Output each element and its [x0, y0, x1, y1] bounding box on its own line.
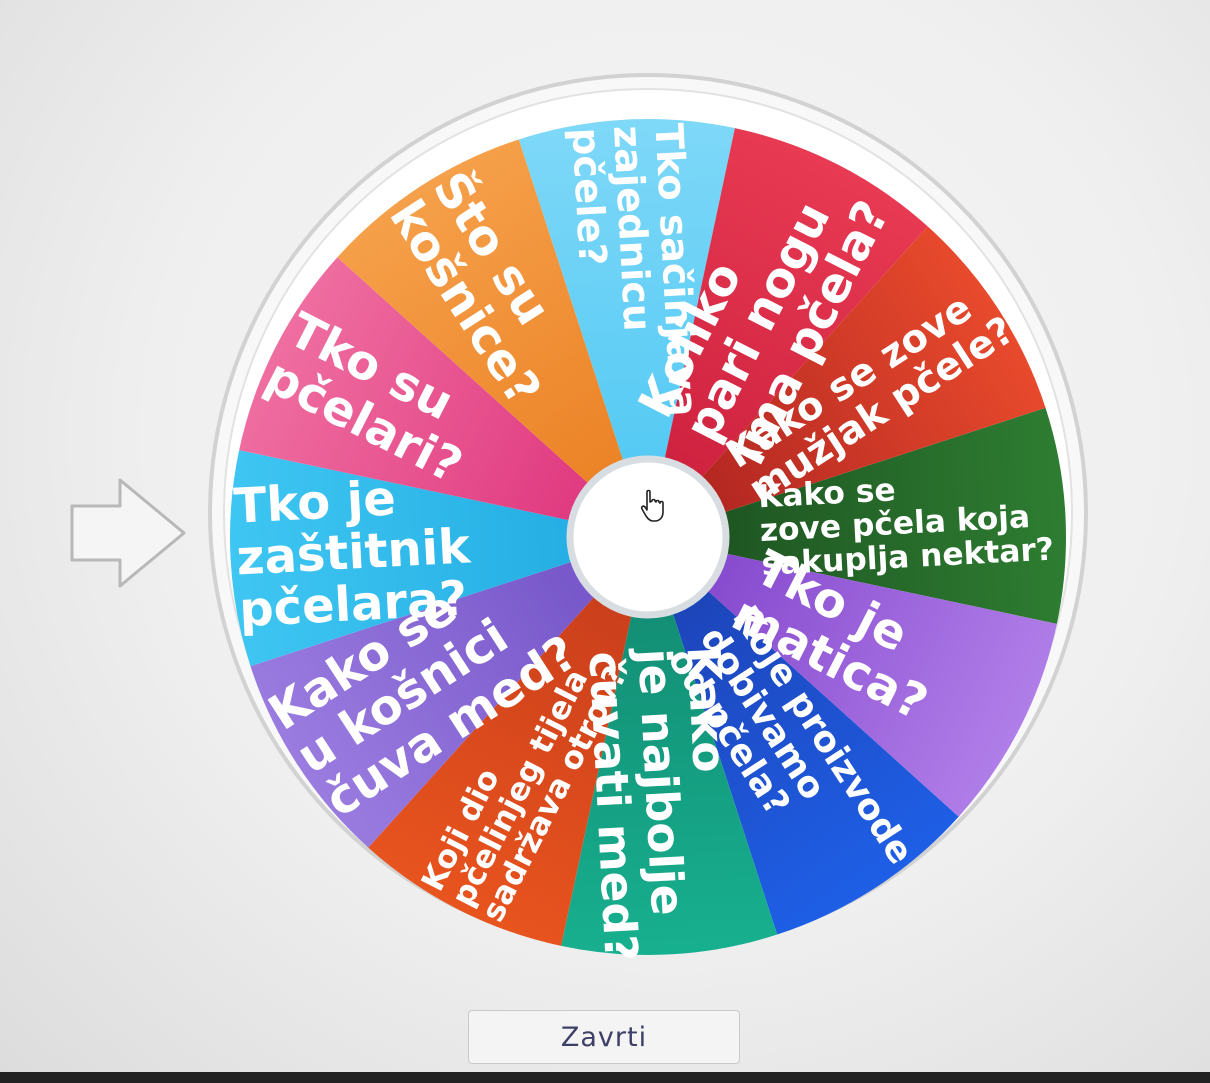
wheel-label-line: zaštitnik — [235, 518, 472, 586]
wheel-sector-tko-su-pcelari[interactable] — [239, 257, 648, 537]
wheel-sector-tko-je-matica[interactable] — [648, 537, 1057, 817]
wheel-label-line: zajednicu — [604, 124, 660, 332]
screen-bezel — [0, 1072, 1210, 1083]
wheel-label-line: Tko je — [232, 470, 397, 534]
wheel-sector-koje-proizvode-dobivamo-od-pcela[interactable] — [648, 537, 959, 935]
wheel-sector-tko-je-zastitnik-pcelara[interactable] — [229, 450, 648, 667]
spin-button[interactable]: Zavrti — [468, 1010, 740, 1064]
wheel-sectors[interactable] — [229, 118, 1066, 956]
wheel-label-line: Kako se — [757, 472, 896, 515]
wheel-sector-kako-se-u-kosnici-cuva-med[interactable] — [250, 537, 648, 848]
wheel-label-line: pčele? — [562, 127, 614, 267]
wheel-sector-kako-se-zove-muzjak-pcele[interactable] — [648, 226, 1046, 537]
wheel-label-line: Kako — [676, 645, 736, 774]
wheel-sector-kako-se-zove-pcela-koja-sakuplja-nektar[interactable] — [648, 407, 1066, 624]
wheel-sector-kako-je-najbolje-cuvati-med[interactable] — [561, 537, 778, 956]
wheel-sector-sto-su-kosnice[interactable] — [337, 139, 648, 537]
wheel-hub[interactable] — [566, 455, 730, 619]
wheel-sector-tko-sacinjava-zajednicu-pcele[interactable] — [518, 118, 735, 537]
arrow-right-icon — [70, 478, 186, 588]
hand-pointer-icon — [640, 489, 664, 522]
wheel-sector-koliko-pari-nogu-ima-pcela[interactable] — [648, 128, 928, 537]
wheel-label-line: pčelara? — [238, 570, 469, 638]
wheel-sector-koji-dio-pcelinjeg-tijela-sadrzava-otrov[interactable] — [368, 537, 648, 946]
